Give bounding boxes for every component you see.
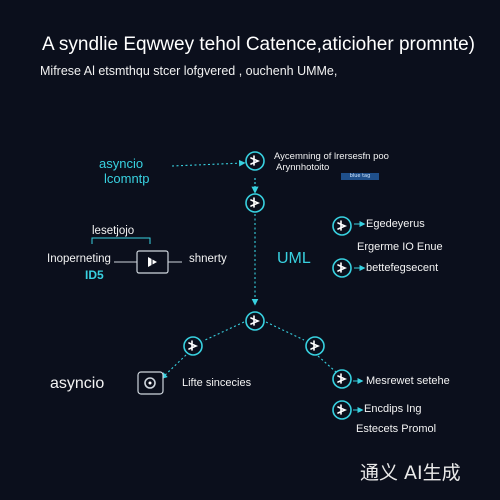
node-icon[interactable]	[245, 193, 265, 213]
bracket-lesetjojo	[91, 237, 151, 244]
node-icon[interactable]	[332, 369, 352, 389]
ids-mark: ID5	[85, 268, 104, 282]
lesetjojo-label: lesetjojo	[92, 225, 135, 237]
node-icon[interactable]	[245, 151, 265, 171]
edge-asyncio-to-node1	[171, 159, 246, 167]
edge-hub-to-left	[202, 321, 245, 342]
ayeceming-sub-label: Arynnhotoito	[276, 162, 330, 173]
watermark: 通义 AI生成	[360, 462, 461, 484]
shnerty-label: shnerty	[189, 253, 227, 265]
inoperming-label: Inoperneting	[47, 253, 111, 265]
node-icon[interactable]	[305, 336, 325, 356]
node-icon[interactable]	[183, 336, 203, 356]
play-icon[interactable]	[136, 250, 169, 274]
asyncio-label: asyncio	[99, 156, 144, 171]
encdips-label: Encdips Ing	[364, 403, 422, 415]
edge-left-to-asyncio	[160, 354, 187, 380]
bette-label: bettefegsecent	[366, 262, 439, 274]
edge-hub-to-right	[265, 321, 305, 341]
mesrewet-label: Mesrewet setehe	[366, 375, 450, 387]
page-title: A syndlie Eqwwey tehol Catence,aticioher…	[42, 34, 476, 55]
node-icon[interactable]	[332, 258, 352, 278]
ayeceming-label: Aycemning of lrersesfn poo	[274, 151, 389, 162]
estecets-label: Estecets Promol	[356, 423, 437, 435]
connectors	[91, 159, 366, 413]
node-icon[interactable]	[245, 311, 265, 331]
page-subtitle: Mifrese Al etsmthqu stcer lofgvered , ou…	[40, 64, 338, 78]
ergerme-label: Ergerme IO Enue	[357, 241, 443, 253]
node-icon[interactable]	[332, 400, 352, 420]
asyncio-sub-label: lcomntp	[104, 171, 150, 186]
asyncio-bottom-label: asyncio	[50, 375, 105, 392]
sync-icon[interactable]	[137, 371, 164, 395]
status-badge: blue tag	[341, 173, 379, 180]
lifte-label: Lifte sincecies	[182, 377, 252, 389]
uml-label: UML	[277, 250, 311, 267]
node-icon[interactable]	[332, 216, 352, 236]
egedeyerus-label: Egedeyerus	[366, 218, 425, 230]
edge-right-to-mesrewet	[317, 355, 337, 373]
